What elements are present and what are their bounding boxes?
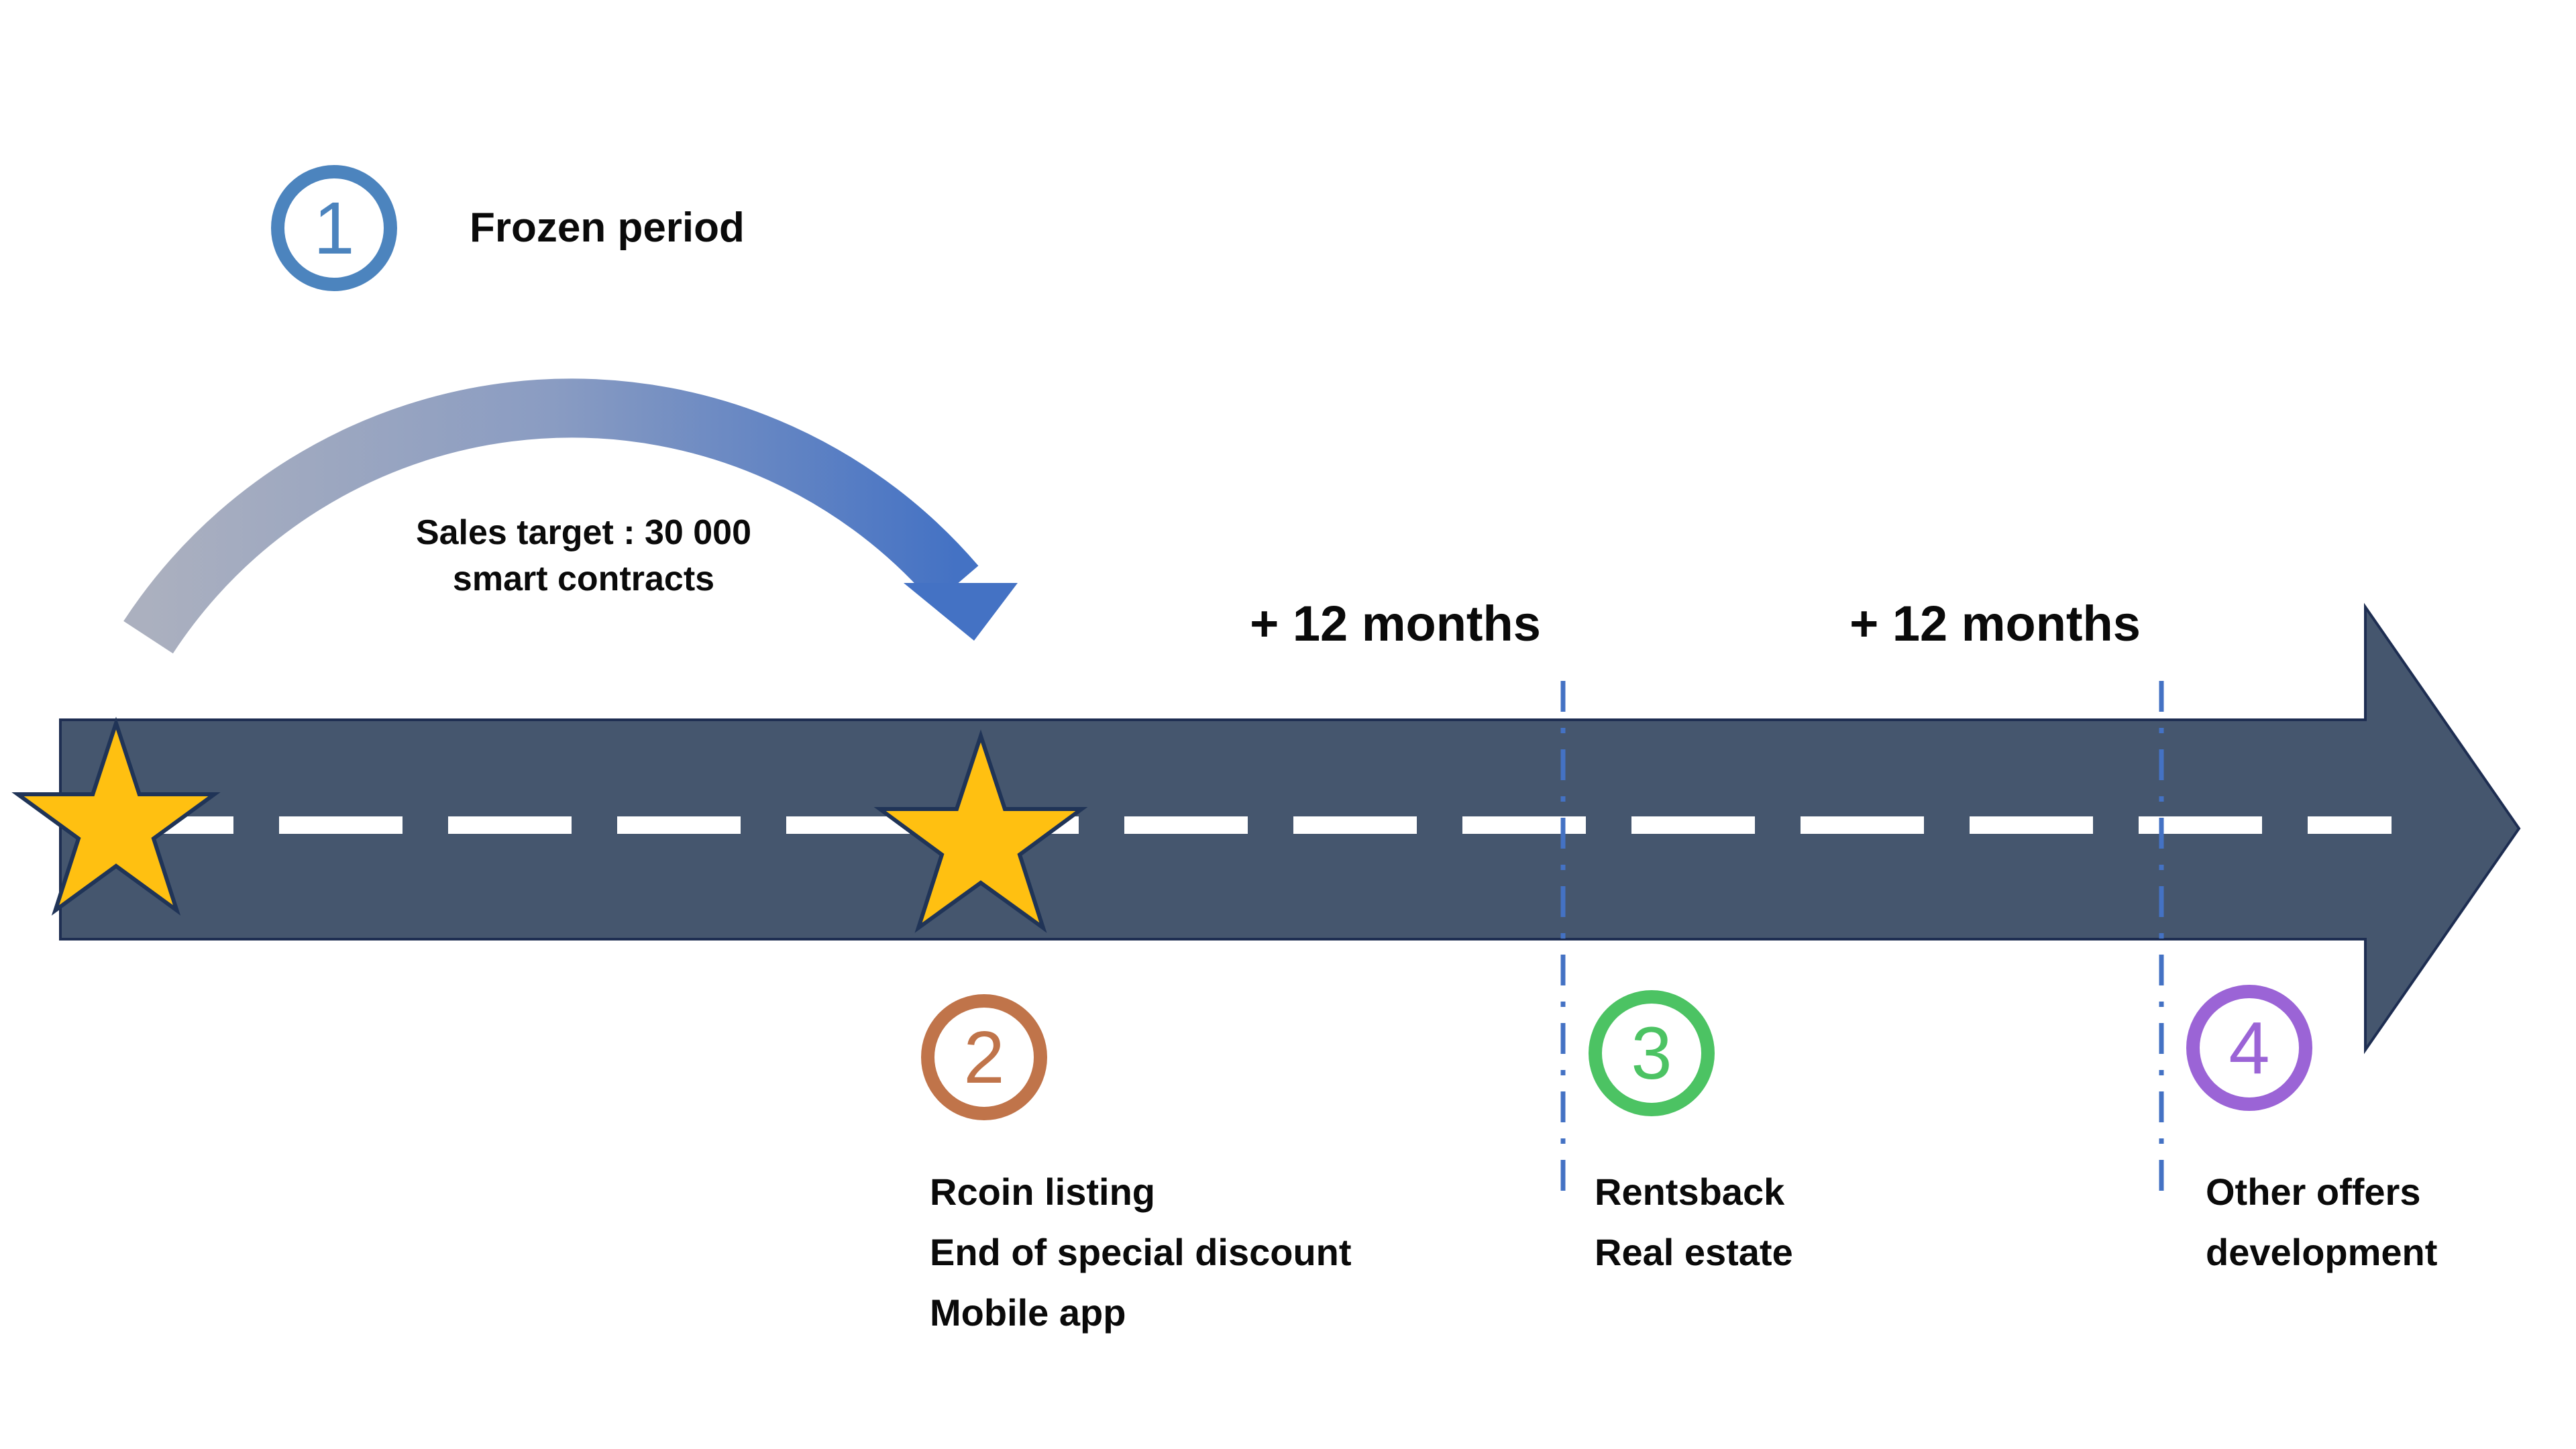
- milestone-1-star-icon: [11, 716, 221, 916]
- milestone-3-number: 3: [1631, 1012, 1672, 1095]
- milestone-4-line-1: Other offers: [2206, 1171, 2421, 1213]
- milestone-1-label: Frozen period: [470, 205, 745, 251]
- milestone-1-number: 1: [313, 186, 355, 270]
- milestone-2-line-2: End of special discount: [930, 1231, 1352, 1273]
- curved-arrow-head-icon: [904, 583, 1018, 641]
- sales-target-line-2: smart contracts: [452, 559, 715, 598]
- milestone-4-number: 4: [2229, 1006, 2270, 1089]
- interval-label-1: + 12 months: [1250, 596, 1541, 651]
- milestone-1-badge: 1: [271, 165, 397, 291]
- milestone-3-line-1: Rentsback: [1595, 1171, 1785, 1213]
- milestone-2-badge: 2: [921, 994, 1047, 1120]
- sales-target-annotation: Sales target : 30 000 smart contracts: [382, 510, 785, 602]
- milestone-2-line-3: Mobile app: [930, 1291, 1126, 1334]
- milestone-3-text-block: Rentsback Real estate: [1595, 1162, 1793, 1283]
- milestone-2-number: 2: [963, 1016, 1005, 1099]
- milestone-3-line-2: Real estate: [1595, 1231, 1793, 1273]
- milestone-4-text-block: Other offers development: [2206, 1162, 2437, 1283]
- curved-arrow-shaft: [123, 378, 979, 654]
- milestone-2-line-1: Rcoin listing: [930, 1171, 1155, 1213]
- interval-label-2: + 12 months: [1849, 596, 2141, 651]
- milestone-2-star-icon: [873, 729, 1088, 933]
- milestone-2-text-block: Rcoin listing End of special discount Mo…: [930, 1162, 1352, 1343]
- milestone-4-badge: 4: [2186, 985, 2312, 1111]
- sales-target-line-1: Sales target : 30 000: [415, 513, 752, 552]
- milestone-4-line-2: development: [2206, 1231, 2438, 1273]
- milestone-3-badge: 3: [1589, 990, 1715, 1116]
- road-arrow-shape: [59, 602, 2521, 1055]
